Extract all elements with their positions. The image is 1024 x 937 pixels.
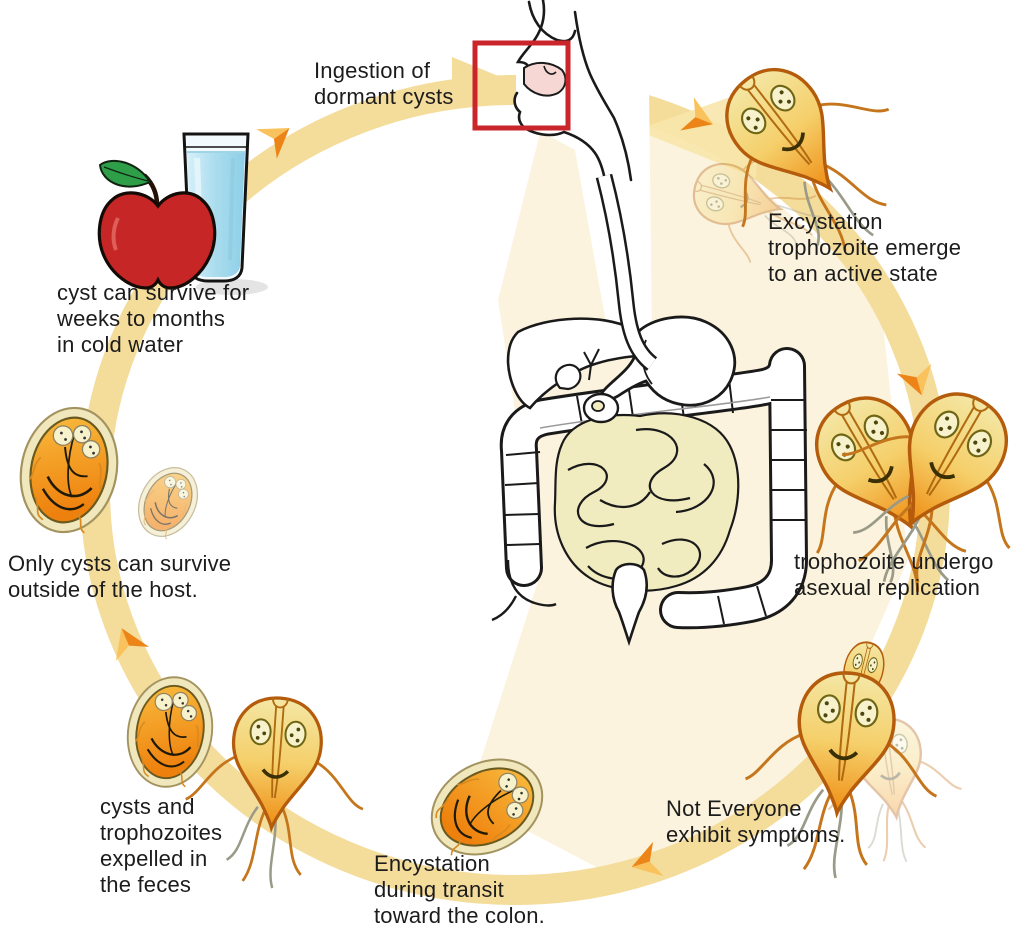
label-symptoms: Not Everyone exhibit symptoms.: [666, 796, 846, 847]
label-expelled: cysts and trophozoites expelled in the f…: [100, 794, 223, 897]
mouth-interior: [523, 62, 567, 97]
apple-and-water-illustration: [97, 132, 268, 295]
glass-shadow: [196, 279, 268, 295]
mouth-highlight-box: [472, 40, 571, 131]
label-replication: trophozoite undergo asexual replication: [794, 549, 994, 600]
symptoms-trophozoite-group: [734, 632, 972, 890]
label-excystation: Excystation trophozoite emerge to an act…: [768, 209, 962, 286]
gallbladder: [554, 363, 582, 391]
ring-arrowhead: [452, 57, 508, 103]
esophagus: [595, 173, 658, 371]
label-ingestion: Ingestion of dormant cysts: [314, 58, 454, 109]
apple-icon: [97, 159, 217, 290]
label-encystation: Encystation during transit toward the co…: [374, 851, 545, 928]
stomach: [582, 315, 737, 424]
small-intestine: [553, 412, 740, 592]
liver: [506, 317, 638, 410]
digestive-tract-illustration: [491, 173, 808, 647]
label-water-survival: cyst can survive for weeks to months in …: [57, 280, 250, 357]
small-faded-cyst: [126, 456, 210, 548]
label-outside-host: Only cysts can survive outside of the ho…: [8, 551, 232, 602]
rectum: [611, 562, 649, 647]
